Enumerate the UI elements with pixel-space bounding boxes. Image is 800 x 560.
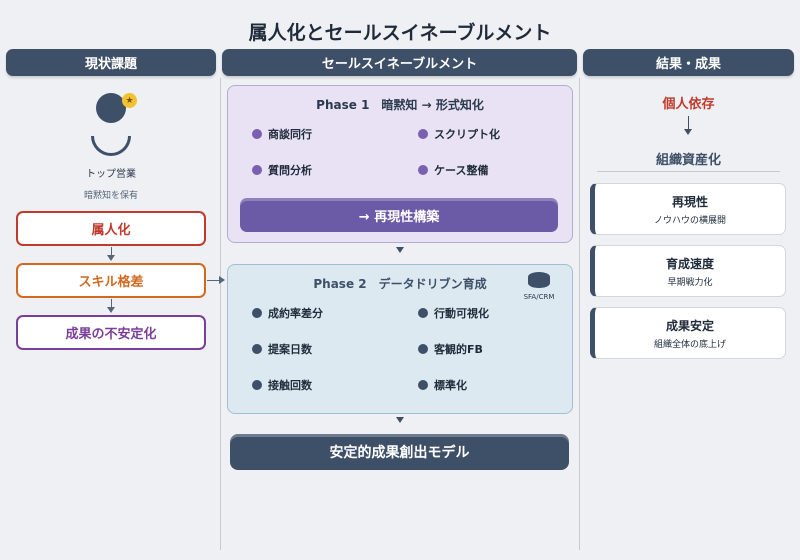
phase2-item-label: 成約率差分 xyxy=(268,307,323,320)
stable-results-model-box: 安定的成果創出モデル xyxy=(230,434,569,470)
bullet-dot xyxy=(252,129,262,139)
page-title: 属人化とセールスイネーブルメント xyxy=(248,22,552,44)
avatar-name-label: トップ営業 xyxy=(86,169,136,180)
result-card-subtitle: 早期戦力化 xyxy=(667,277,713,288)
phase2-title: Phase 2 データドリブン育成 xyxy=(313,277,487,291)
top-sales-avatar-icon xyxy=(96,93,126,123)
phase2-item-label: 接触回数 xyxy=(268,379,312,392)
phase1-result-box: → 再現性構築 xyxy=(240,198,558,232)
down-arrow-icon xyxy=(684,129,692,135)
phase2-item: 成約率差分 xyxy=(252,305,323,321)
phase1-title: Phase 1 暗黙知 → 形式知化 xyxy=(316,98,484,112)
result-card-title: 再現性 xyxy=(671,194,708,209)
phase2-panel: Phase 2 データドリブン育成 成約率差分 行動可視化 提案日数 客観的FB… xyxy=(227,264,573,414)
phase2-item: 客観的FB xyxy=(418,341,483,357)
phase2-item-label: 標準化 xyxy=(434,379,467,392)
down-arrow-icon xyxy=(396,247,404,253)
down-arrow-icon xyxy=(107,307,115,313)
column-header-sales-enablement: セールスイネーブルメント xyxy=(222,49,577,76)
phase2-item-label: 提案日数 xyxy=(268,343,312,356)
phase1-item: 質問分析 xyxy=(252,162,312,178)
phase2-item: 行動可視化 xyxy=(418,305,489,321)
phase1-item: ケース整備 xyxy=(418,162,488,178)
phase2-item: 標準化 xyxy=(418,377,467,393)
phase1-item-label: 商談同行 xyxy=(268,128,312,141)
phase1-item-label: 質問分析 xyxy=(268,164,312,177)
phase2-item-label: 客観的FB xyxy=(434,343,483,356)
column-header-current-issues: 現状課題 xyxy=(6,49,216,76)
result-card-reproducibility: 再現性 ノウハウの横展開 xyxy=(590,183,786,235)
issue-box-unstable-results: 成果の不安定化 xyxy=(16,315,206,350)
star-icon: ★ xyxy=(122,93,137,108)
database-icon xyxy=(528,272,550,288)
result-card-subtitle: ノウハウの横展開 xyxy=(653,215,726,226)
result-card-training-speed: 育成速度 早期戦力化 xyxy=(590,245,786,297)
bullet-dot xyxy=(252,165,262,175)
bullet-dot xyxy=(418,129,428,139)
result-card-subtitle: 組織全体の底上げ xyxy=(653,339,726,350)
result-card-title: 成果安定 xyxy=(665,318,714,333)
phase2-item: 接触回数 xyxy=(252,377,312,393)
right-arrow-icon xyxy=(219,276,225,284)
phase2-item: 提案日数 xyxy=(252,341,312,357)
avatar-body-icon xyxy=(91,136,131,156)
connector-line xyxy=(207,280,221,281)
phase2-item-label: 行動可視化 xyxy=(434,307,489,320)
bullet-dot xyxy=(418,165,428,175)
sfa-crm-label: SFA/CRM xyxy=(523,293,555,301)
phase1-item: 商談同行 xyxy=(252,126,312,142)
column-header-results: 結果・成果 xyxy=(583,49,794,76)
bullet-dot xyxy=(418,308,428,318)
bullet-dot xyxy=(418,344,428,354)
bullet-dot xyxy=(252,308,262,318)
column-divider-left xyxy=(220,78,221,550)
from-label: 個人依存 xyxy=(662,97,715,112)
result-card-stable-results: 成果安定 組織全体の底上げ xyxy=(590,307,786,359)
column-divider-right xyxy=(579,78,580,550)
to-label: 組織資産化 xyxy=(655,153,721,168)
down-arrow-icon xyxy=(396,417,404,423)
avatar-note-label: 暗黙知を保有 xyxy=(83,191,138,201)
phase1-item-label: ケース整備 xyxy=(434,164,489,177)
divider xyxy=(597,171,780,172)
issue-box-skill-gap: スキル格差 xyxy=(16,263,206,298)
issue-box-personalization: 属人化 xyxy=(16,211,206,246)
arrow-stem xyxy=(688,116,689,130)
arrow-stem xyxy=(111,299,112,307)
down-arrow-icon xyxy=(107,255,115,261)
bullet-dot xyxy=(252,344,262,354)
bullet-dot xyxy=(418,380,428,390)
arrow-stem xyxy=(111,247,112,255)
phase1-item: スクリプト化 xyxy=(418,126,500,142)
bullet-dot xyxy=(252,380,262,390)
result-card-title: 育成速度 xyxy=(665,256,714,271)
phase1-item-label: スクリプト化 xyxy=(434,128,500,141)
